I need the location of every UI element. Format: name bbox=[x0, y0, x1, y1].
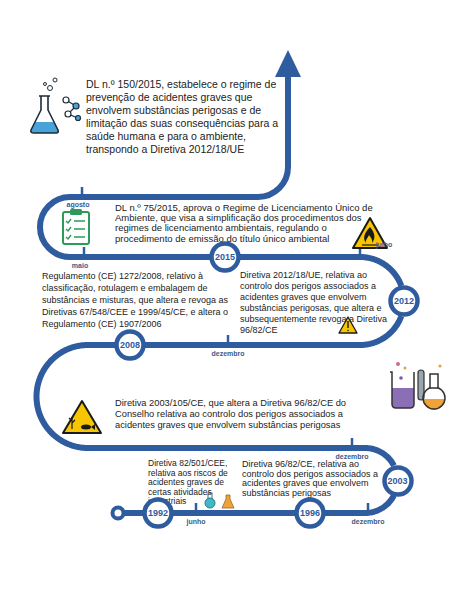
year-circle: 2015 bbox=[209, 241, 241, 273]
round-flask-neck bbox=[430, 374, 438, 388]
month-tick bbox=[83, 247, 86, 257]
dead-fish-tail bbox=[91, 424, 95, 430]
month-label: junho bbox=[171, 518, 221, 526]
timeline-connector bbox=[325, 495, 394, 513]
warning-mark bbox=[347, 330, 349, 332]
year-label: 2008 bbox=[120, 340, 140, 350]
year-circle-shape bbox=[297, 500, 324, 527]
molecule-atom bbox=[76, 116, 81, 121]
round-flask-icon bbox=[205, 498, 215, 508]
year-circle-shape bbox=[145, 500, 172, 527]
event-text: Diretiva 2012/18/UE, relativa ao control… bbox=[240, 270, 388, 336]
round-flask-icon bbox=[423, 387, 445, 409]
molecule-atom bbox=[73, 103, 79, 109]
event-text: DL n.º 75/2015, aprova o Regime de Licen… bbox=[115, 203, 373, 244]
year-circle-shape bbox=[384, 467, 411, 494]
year-circle: 1992 bbox=[142, 497, 174, 529]
connector-layer bbox=[37, 257, 402, 513]
month-label: dezembro bbox=[343, 518, 393, 526]
month-label: julho bbox=[359, 241, 409, 249]
flame bbox=[364, 227, 374, 243]
bubble bbox=[404, 367, 407, 370]
bubble bbox=[48, 86, 53, 91]
year-label: 2012 bbox=[394, 296, 414, 306]
checklist-line bbox=[74, 221, 85, 237]
year-circle: 2008 bbox=[114, 329, 146, 361]
dead-tree bbox=[69, 417, 75, 429]
year-circle: 2012 bbox=[388, 285, 420, 317]
molecule-atom bbox=[63, 97, 69, 103]
month-label: agosto bbox=[53, 201, 103, 209]
event-text: Diretiva 2003/105/CE, que altera a Diret… bbox=[115, 398, 380, 431]
year-label: 1996 bbox=[300, 508, 320, 518]
year-label: 2003 bbox=[387, 476, 407, 486]
bubble bbox=[399, 376, 403, 380]
environment-hazard-symbol bbox=[63, 401, 101, 433]
month-label: maio bbox=[55, 262, 105, 270]
flame-base bbox=[362, 244, 378, 245]
timeline-connector bbox=[37, 345, 394, 466]
month-label: dezembro bbox=[203, 350, 253, 358]
year-circle-shape bbox=[391, 288, 418, 315]
event-text: Regulamento (CE) 1272/2008, relativo à c… bbox=[42, 270, 230, 330]
year-circle: 2003 bbox=[382, 465, 414, 497]
year-circle-shape bbox=[212, 244, 239, 271]
timeline-connector bbox=[173, 510, 295, 516]
beaker-icon bbox=[390, 372, 414, 408]
clipboard-icon bbox=[63, 212, 89, 244]
beaker-liquid bbox=[392, 388, 414, 408]
dead-fish bbox=[81, 425, 91, 430]
bubble bbox=[396, 362, 400, 366]
bubble bbox=[44, 83, 47, 86]
bubble bbox=[438, 364, 441, 367]
flask-icon bbox=[31, 96, 58, 133]
bubble bbox=[53, 78, 57, 82]
check-mark bbox=[66, 219, 71, 239]
month-tick bbox=[81, 187, 84, 197]
timeline-start-ring bbox=[113, 508, 124, 519]
timeline-arrow-head bbox=[275, 50, 301, 77]
conical-flask-icon bbox=[222, 495, 234, 508]
year-label: 2015 bbox=[215, 252, 235, 262]
clipboard-clip bbox=[70, 209, 82, 215]
molecule-atom bbox=[65, 111, 71, 117]
year-circle: 1996 bbox=[294, 497, 326, 529]
year-label: 1992 bbox=[148, 508, 168, 518]
event-text: DL n.º 150/2015, estabelece o regime de … bbox=[86, 78, 282, 156]
year-circle-shape bbox=[117, 332, 144, 359]
event-text: Diretiva 96/82/CE, relativa ao controlo … bbox=[242, 460, 384, 498]
